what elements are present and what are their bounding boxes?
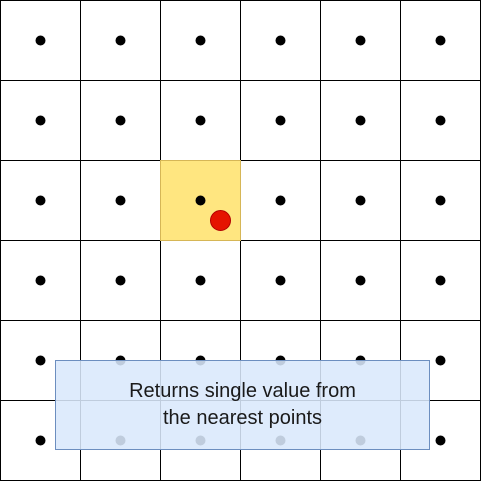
sample-point-r2-c5 <box>435 195 446 206</box>
caption-box: Returns single value from the nearest po… <box>55 360 430 450</box>
sample-point-r2-c2 <box>195 195 206 206</box>
sample-point-r3-c3 <box>275 275 286 286</box>
grid-cell-r3-c4 <box>320 240 401 321</box>
query-point <box>210 210 231 231</box>
sample-point-r2-c4 <box>355 195 366 206</box>
sample-point-r3-c0 <box>35 275 46 286</box>
sample-point-r4-c0 <box>35 355 46 366</box>
sample-point-r2-c1 <box>115 195 126 206</box>
sample-point-r3-c2 <box>195 275 206 286</box>
sample-point-r1-c2 <box>195 115 206 126</box>
caption-line-2: the nearest points <box>163 407 322 429</box>
sample-point-r2-c3 <box>275 195 286 206</box>
caption-line-1: Returns single value from <box>129 380 356 402</box>
sample-point-r1-c5 <box>435 115 446 126</box>
sample-point-r4-c5 <box>435 355 446 366</box>
sample-point-r1-c4 <box>355 115 366 126</box>
sample-point-r0-c5 <box>435 35 446 46</box>
sample-point-r0-c4 <box>355 35 366 46</box>
grid-cell-r2-c1 <box>80 160 161 241</box>
sample-point-r1-c0 <box>35 115 46 126</box>
sample-point-r0-c3 <box>275 35 286 46</box>
sample-point-r3-c5 <box>435 275 446 286</box>
sample-point-r0-c0 <box>35 35 46 46</box>
sample-point-r5-c0 <box>35 435 46 446</box>
sample-point-r0-c2 <box>195 35 206 46</box>
sample-point-r0-c1 <box>115 35 126 46</box>
grid-cell-r1-c1 <box>80 80 161 161</box>
sample-point-r5-c5 <box>435 435 446 446</box>
sample-point-r1-c1 <box>115 115 126 126</box>
sample-point-r3-c1 <box>115 275 126 286</box>
sample-point-r2-c0 <box>35 195 46 206</box>
sample-point-r1-c3 <box>275 115 286 126</box>
sample-point-r3-c4 <box>355 275 366 286</box>
